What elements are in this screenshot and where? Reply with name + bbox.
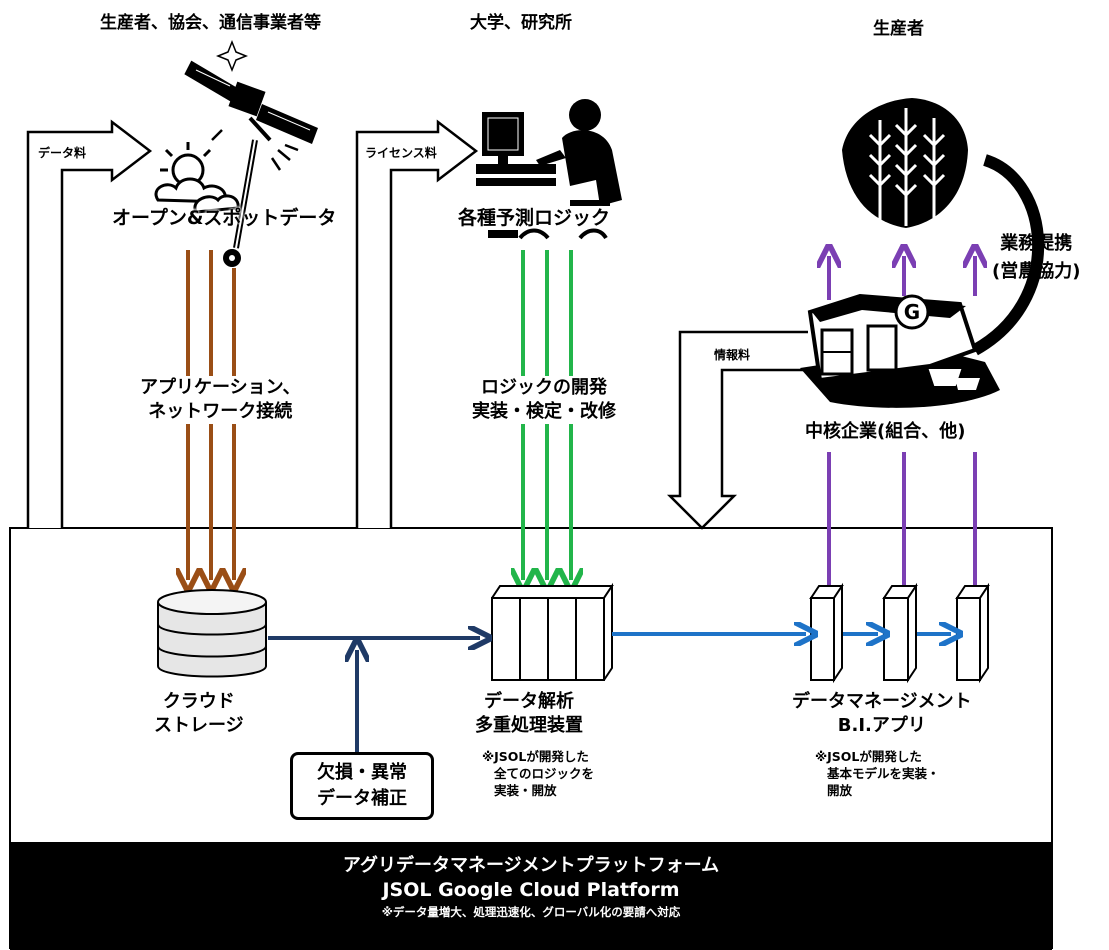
prediction-logic-label: 各種予測ロジック — [458, 207, 611, 229]
license-fee-arrow — [355, 119, 479, 528]
purple-up-arrows — [829, 256, 975, 300]
open-spot-data-label: オープン&スポットデータ — [112, 207, 337, 229]
bi-app-boxes — [809, 582, 990, 684]
data-mgmt-label: データマネージメント B.I.アプリ — [792, 690, 972, 738]
core-company-label: 中核企業(組合、他) — [805, 421, 966, 442]
app-network-line-1: アプリケーション、 — [140, 377, 301, 398]
partnership-connector — [972, 154, 1045, 356]
data-mgmt-note: ※JSOLが開発した 基本モデルを実装・ 開放 — [815, 748, 940, 799]
data-analysis-note-3: 実装・開放 — [494, 783, 557, 798]
svg-text:G: G — [904, 300, 920, 324]
app-network-line-2: ネットワーク接続 — [148, 401, 293, 422]
data-correction-box: 欠損・異常 データ補正 — [290, 752, 434, 820]
partnership-label: 業務提携 (営農協力) — [992, 230, 1080, 286]
data-fee-arrow — [26, 119, 153, 528]
data-mgmt-line-1: データマネージメント — [792, 691, 972, 712]
data-correction-line-2: データ補正 — [317, 788, 407, 809]
sun-cloud-icon — [154, 142, 240, 214]
data-analysis-note-2: 全てのロジックを — [494, 766, 595, 781]
data-analysis-device — [491, 582, 614, 681]
data-mgmt-note-1: ※JSOLが開発した — [815, 749, 922, 764]
navy-arrows — [268, 638, 480, 752]
header-producers: 生産者 — [873, 19, 924, 39]
info-fee-arrow — [666, 330, 808, 530]
data-analysis-note-1: ※JSOLが開発した — [482, 749, 589, 764]
partnership-line-2: (営農協力) — [992, 261, 1081, 282]
satellite-icon — [184, 39, 318, 171]
logic-dev-line-1: ロジックの開発 — [481, 377, 607, 398]
supermarket-icon: G — [800, 293, 1000, 408]
logic-dev-line-2: 実装・検定・改修 — [472, 401, 616, 422]
app-network-label: アプリケーション、 ネットワーク接続 — [138, 376, 303, 424]
antenna-icon — [223, 139, 258, 267]
data-fee-label: データ料 — [38, 146, 87, 160]
header-producers-associations: 生産者、協会、通信事業者等 — [100, 13, 321, 33]
platform-subtitle: JSOL Google Cloud Platform — [382, 879, 680, 901]
license-fee-label: ライセンス料 — [365, 146, 437, 160]
platform-title: アグリデータマネージメントプラットフォーム — [342, 855, 720, 876]
cloud-storage-icon — [157, 589, 267, 678]
data-analysis-line-1: データ解析 — [484, 691, 574, 712]
cloud-storage-line-2: ストレージ — [154, 715, 244, 736]
cloud-storage-label: クラウド ストレージ — [154, 690, 244, 738]
cloud-storage-line-1: クラウド — [162, 691, 235, 712]
partnership-line-1: 業務提携 — [1000, 233, 1073, 254]
data-analysis-line-2: 多重処理装置 — [475, 715, 583, 736]
data-analysis-note: ※JSOLが開発した 全てのロジックを 実装・開放 — [482, 748, 594, 799]
data-analysis-label: データ解析 多重処理装置 — [475, 690, 583, 738]
researcher-computer-icon — [476, 99, 622, 240]
data-mgmt-note-2: 基本モデルを実装・ — [827, 766, 940, 781]
purple-lines — [827, 452, 977, 586]
data-correction-line-1: 欠損・異常 — [317, 762, 407, 783]
header-universities: 大学、研究所 — [470, 13, 572, 33]
platform-banner: アグリデータマネージメントプラットフォーム JSOL Google Cloud … — [10, 842, 1052, 950]
wheat-icon — [842, 98, 968, 228]
data-mgmt-line-2: B.I.アプリ — [837, 715, 926, 736]
platform-note: ※データ量増大、処理迅速化、グローバル化の要請へ対応 — [381, 905, 681, 919]
data-mgmt-note-3: 開放 — [827, 783, 853, 798]
info-fee-label: 情報料 — [714, 348, 751, 362]
logic-dev-label: ロジックの開発 実装・検定・改修 — [470, 376, 618, 424]
